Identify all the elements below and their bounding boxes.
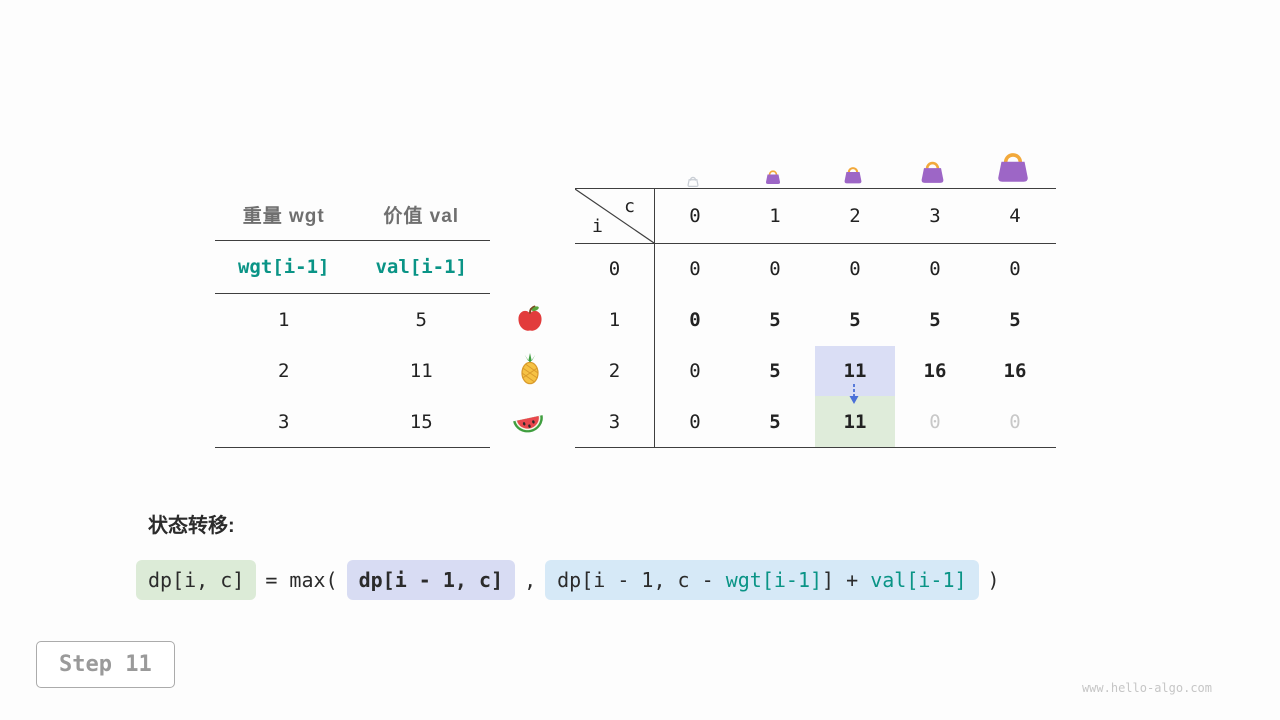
dp-table-header-row: c i 0 1 2 3 4 (575, 189, 1056, 244)
take-term-prefix: dp[i - 1, c - (557, 568, 726, 592)
col-header-2: 2 (849, 205, 861, 227)
weight-column-header: 重量 wgt (242, 205, 325, 227)
dp-cell-3-2-target-highlight: 11 (815, 396, 895, 447)
dp-table: c i 0 1 2 3 4 0 0 0 0 0 0 1 0 5 5 5 (575, 188, 1056, 448)
pineapple-icon (514, 353, 546, 385)
wgt-formula-label: wgt[i-1] (237, 256, 330, 278)
dp-cell-2-2-source-highlight: 11 (815, 345, 895, 397)
row-label-0: 0 (575, 244, 655, 295)
val-formula-label: val[i-1] (375, 256, 467, 278)
item-row-2: 2 11 (215, 345, 490, 396)
dp-cell-0-0: 0 (689, 258, 701, 281)
dp-row-3: 3 0 5 11 0 0 (575, 396, 1056, 447)
equals-max-text: = max( (265, 568, 338, 592)
dp-cell-3-3: 0 (929, 410, 941, 433)
row-label-2: 2 (575, 345, 655, 397)
close-paren-text: ) (987, 568, 1000, 592)
dp-cell-0-2: 0 (849, 258, 861, 281)
dp-cell-2-3: 16 (923, 359, 947, 382)
state-transition-label: 状态转移: (148, 515, 235, 537)
dp-take-term: dp[i - 1, c - wgt[i-1]] + val[i-1] (545, 560, 979, 600)
dp-cell-1-0: 0 (689, 309, 701, 332)
dp-row-2: 2 0 5 11 16 16 (575, 345, 1056, 397)
item-row-3: 3 15 (215, 396, 490, 448)
dp-row-0: 0 0 0 0 0 0 (575, 244, 1056, 295)
item-table-header-row: 重量 wgt 价值 val (215, 188, 490, 241)
col-header-0: 0 (689, 205, 701, 227)
take-term-mid: ] + (822, 568, 871, 592)
dp-skip-term: dp[i - 1, c] (346, 560, 516, 600)
dp-cell-2-1: 5 (769, 359, 781, 382)
dp-table-body: 0 0 0 0 0 0 1 0 5 5 5 5 2 0 5 11 16 (575, 244, 1056, 447)
row-label-1: 1 (575, 294, 655, 346)
dp-cell-3-0: 0 (689, 410, 701, 433)
dp-cell-2-0: 0 (689, 359, 701, 382)
col-header-3: 3 (929, 205, 941, 227)
item-2-weight: 2 (278, 359, 290, 382)
dp-cell-1-1: 5 (769, 309, 781, 332)
row-label-3: 3 (575, 396, 655, 447)
dp-corner-cell: c i (575, 189, 655, 243)
dp-cell-0-1: 0 (769, 258, 781, 281)
val-term: val[i-1] (870, 568, 967, 592)
item-1-value: 5 (415, 308, 427, 331)
col-header-1: 1 (769, 205, 781, 227)
dp-current-term: dp[i, c] (136, 560, 257, 600)
capacity-axis-label: c (624, 196, 635, 217)
item-table-formula-row: wgt[i-1] val[i-1] (215, 241, 490, 294)
diagonal-divider (575, 189, 654, 243)
transition-formula: dp[i, c] = max( dp[i - 1, c] , dp[i - 1,… (136, 560, 1000, 600)
dp-cell-3-4: 0 (1009, 410, 1021, 433)
bag-icon-medium (841, 164, 865, 190)
watermelon-icon (511, 406, 543, 438)
item-table: 重量 wgt 价值 val wgt[i-1] val[i-1] 1 5 2 11… (215, 188, 490, 448)
dp-cell-1-2: 5 (849, 309, 861, 332)
dp-cell-2-4: 16 (1003, 359, 1027, 382)
arrow-down-icon (846, 382, 862, 410)
apple-icon (514, 303, 546, 335)
step-indicator: Step 11 (36, 641, 175, 688)
comma-text: , (524, 568, 537, 592)
dp-row-1: 1 0 5 5 5 5 (575, 294, 1056, 346)
item-3-value: 15 (409, 410, 433, 433)
bag-icon-small (763, 168, 783, 190)
dp-cell-3-1: 5 (769, 410, 781, 433)
wgt-term: wgt[i-1] (725, 568, 823, 592)
dp-cell-0-4: 0 (1009, 258, 1021, 281)
item-2-value: 11 (409, 359, 433, 382)
bag-icon-large (917, 158, 948, 190)
bag-icon-xlarge (992, 148, 1034, 190)
col-header-4: 4 (1009, 205, 1021, 227)
dp-cell-0-3: 0 (929, 258, 941, 281)
watermark: www.hello-algo.com (1081, 681, 1212, 695)
empty-bag-icon (686, 173, 700, 192)
item-1-weight: 1 (278, 308, 290, 331)
item-3-weight: 3 (278, 410, 290, 433)
dp-cell-1-3: 5 (929, 309, 941, 332)
value-column-header: 价值 val (383, 205, 460, 227)
dp-cell-1-4: 5 (1009, 309, 1021, 332)
item-row-1: 1 5 (215, 294, 490, 345)
item-axis-label: i (592, 216, 603, 237)
